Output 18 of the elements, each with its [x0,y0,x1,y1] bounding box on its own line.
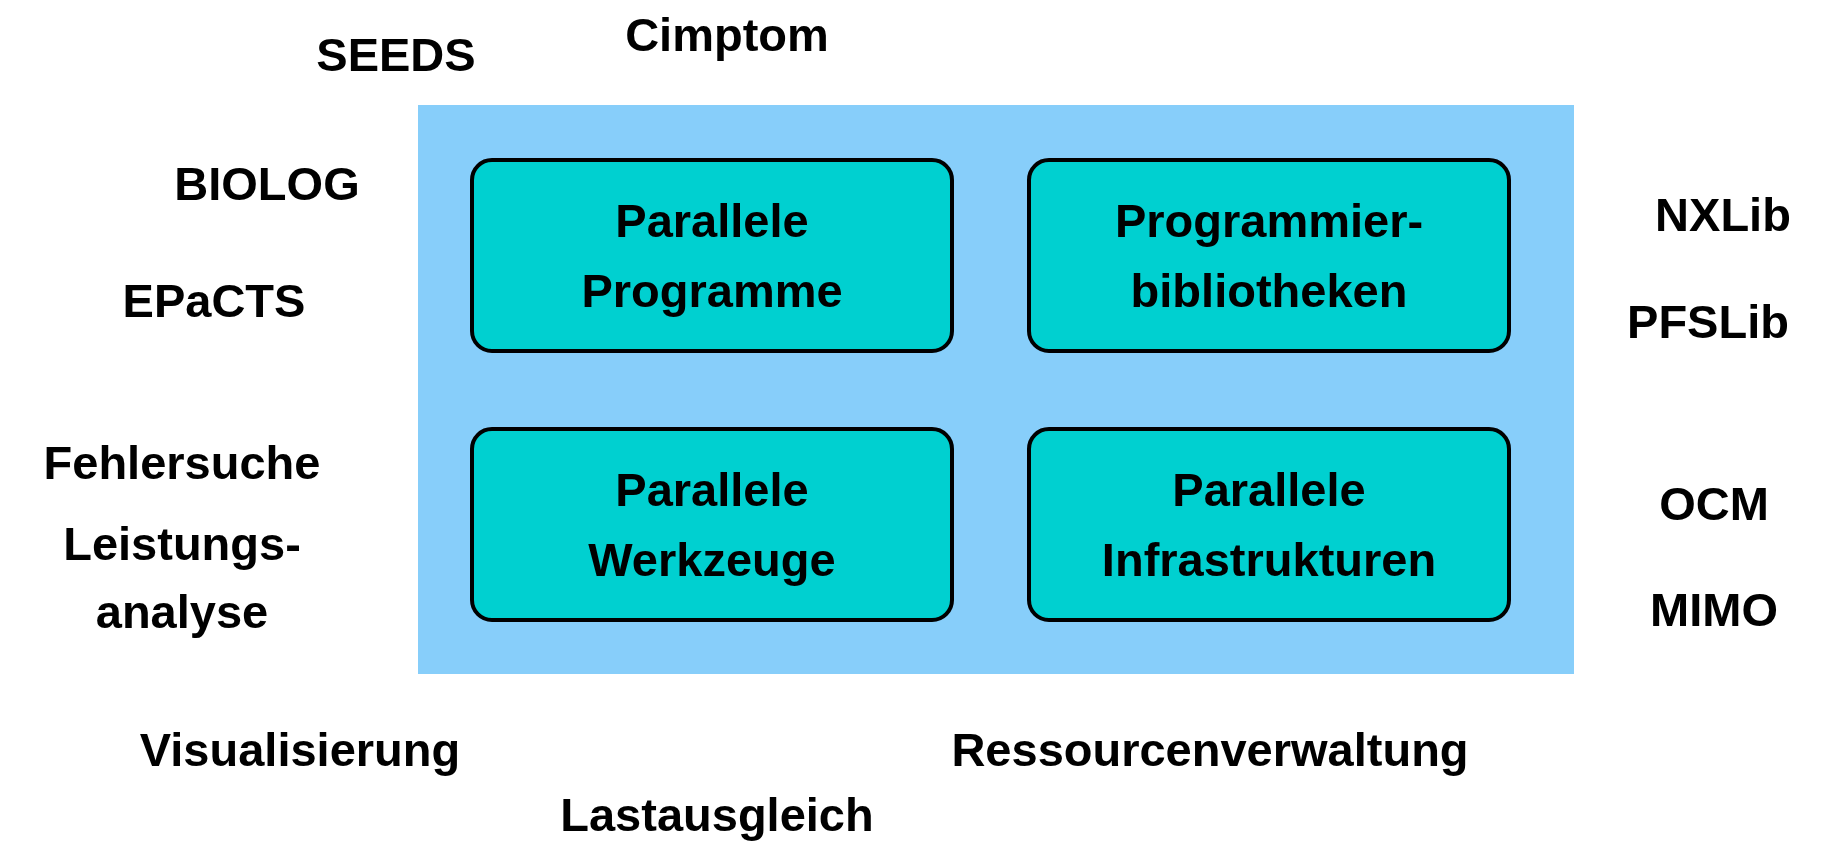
topic-label: BIOLOG [174,156,360,212]
category-box: Parallele Werkzeuge [470,427,954,622]
topic-label: Cimptom [625,7,829,63]
category-box: Programmier- bibliotheken [1027,158,1511,353]
topic-label: MIMO [1650,582,1778,638]
panel-background [418,105,1574,674]
topic-label: Ressourcenverwaltung [951,722,1469,778]
topic-label: EPaCTS [122,273,306,329]
topic-label: NXLib [1655,187,1791,243]
topic-label: PFSLib [1627,294,1789,350]
topic-label: Fehlersuche [43,435,321,491]
category-box: Parallele Programme [470,158,954,353]
topic-label: Visualisierung [139,722,461,778]
topic-label: Leistungs- analyse [62,516,302,640]
topic-label: SEEDS [316,27,476,83]
topic-label: OCM [1659,476,1769,532]
category-box: Parallele Infrastrukturen [1027,427,1511,622]
topic-label: Lastausgleich [560,787,874,843]
